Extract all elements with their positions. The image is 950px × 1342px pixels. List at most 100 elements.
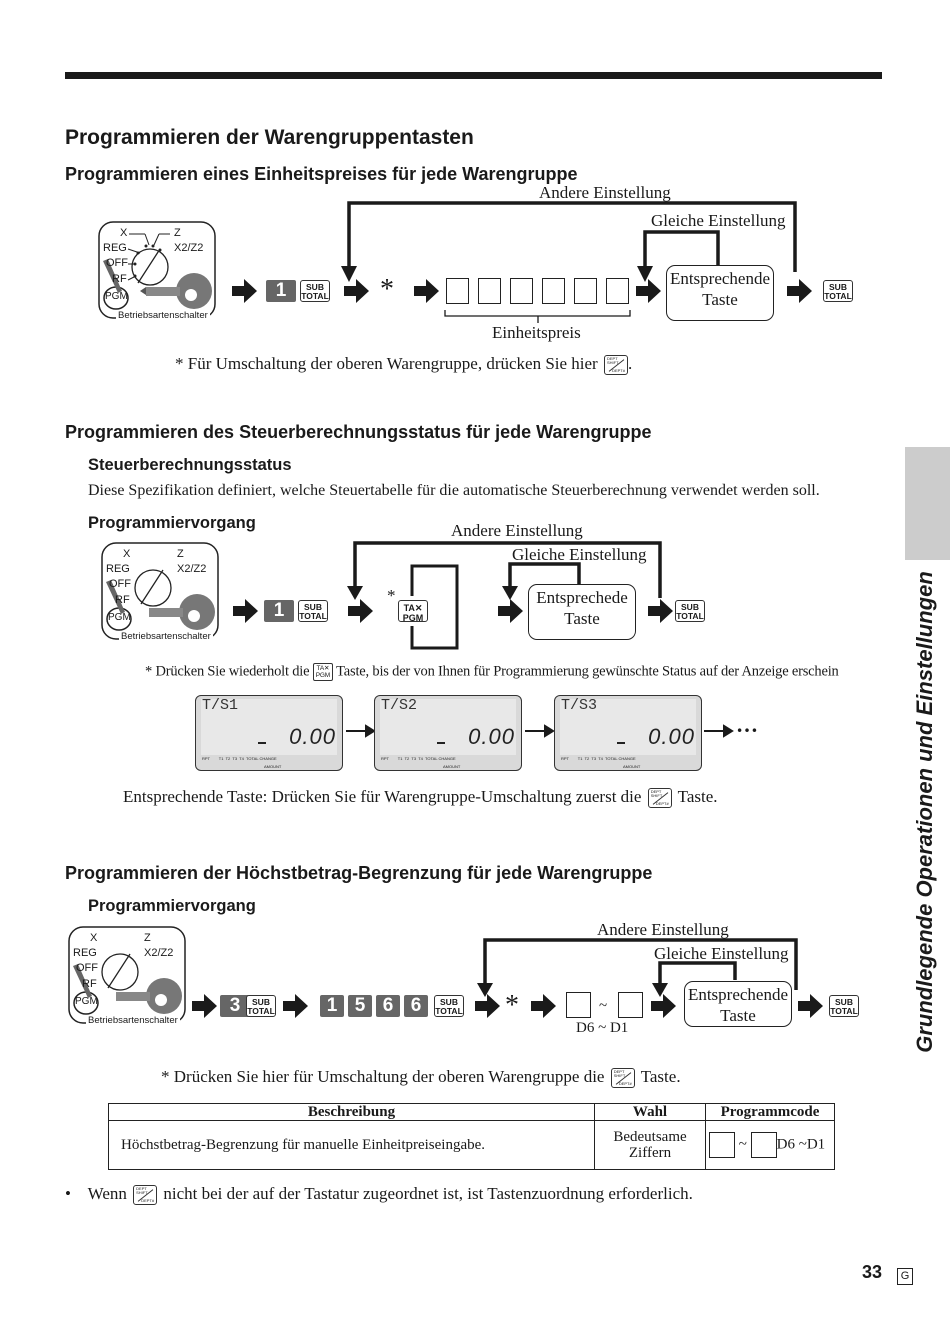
bullet: • <box>65 1184 71 1203</box>
price-digit-box <box>510 278 533 304</box>
footnote-pre: Wenn <box>87 1184 127 1203</box>
note-end: . <box>627 354 633 373</box>
key-1: 1 <box>264 600 294 622</box>
switch-x2z2: X2/Z2 <box>174 242 204 254</box>
table-cell-description: Höchstbetrag-Begrenzung für manuelle Ein… <box>108 1120 595 1170</box>
table-header-description: Beschreibung <box>108 1103 595 1121</box>
display-amount: AMOUNT <box>264 764 282 769</box>
display-status: T/S1 <box>202 697 239 714</box>
section1-diagram <box>232 201 812 323</box>
price-digit-box <box>446 278 469 304</box>
key-3: 3 <box>220 995 250 1017</box>
d-range-label: D6 ~ D1 <box>576 1020 629 1036</box>
d6-box <box>566 992 591 1018</box>
switch-rf: RF <box>112 273 127 285</box>
price-digit-box <box>574 278 597 304</box>
key-note-post: Taste. <box>677 787 718 806</box>
asterisk: * <box>380 274 394 305</box>
switch-pgm: PGM <box>105 291 128 302</box>
mode-switch: X Z REG X2/Z2 OFF RF PGM Betriebsartensc… <box>98 221 216 324</box>
corresponding-key-box: Entsprechede Taste <box>528 584 636 640</box>
table-cell-choice: Bedeutsame Ziffern <box>594 1120 706 1170</box>
switch-rf: RF <box>82 978 97 990</box>
footnote-post: nicht bei der auf der Tastatur zugeordne… <box>163 1184 693 1203</box>
note-post: Taste. <box>640 1067 681 1086</box>
switch-reg: REG <box>106 563 130 575</box>
section1-heading: Programmieren eines Einheitspreises für … <box>65 164 578 184</box>
switch-z: Z <box>174 227 181 239</box>
switch-off: OFF <box>76 962 98 974</box>
lcd-display: T/S2 0.00 RPT T1 T2 T3 T4 TOTAL CHANGE A… <box>374 695 522 771</box>
price-digit-box <box>478 278 501 304</box>
switch-x: X <box>90 932 98 944</box>
switch-x2z2: X2/Z2 <box>144 947 174 959</box>
mode-switch: X Z REG X2/Z2 OFF RF PGM Betriebsartensc… <box>68 926 186 1029</box>
loop-other-label: Andere Einstellung <box>539 183 671 202</box>
display-status: T/S2 <box>381 697 418 714</box>
page-title: Programmieren der Warengruppentasten <box>65 126 474 149</box>
d1-box <box>618 992 643 1018</box>
tax-pgm-inline-key: TA✕ PGM <box>312 663 333 681</box>
section2-subheading: Steuerberechnungsstatus <box>88 456 292 474</box>
subtotal-key: SUB TOTAL <box>300 280 330 302</box>
section3-procedure-heading: Programmiervorgang <box>88 897 256 915</box>
lcd-display: T/S1 0.00 RPT T1 T2 T3 T4 TOTAL CHANGE A… <box>195 695 343 771</box>
switch-caption: Betriebsartenschalter <box>119 631 213 642</box>
loop-other-label: Andere Einstellung <box>451 521 583 540</box>
display-annunciators: RPT T1 T2 T3 T4 TOTAL CHANGE <box>381 756 456 761</box>
switch-caption: Betriebsartenschalter <box>86 1015 180 1026</box>
code-range: D6 ~D1 <box>776 1136 826 1153</box>
note-pre: * Drücken Sie wiederholt die <box>145 663 310 680</box>
spec-table: Beschreibung Wahl Programmcode Höchstbet… <box>108 1103 835 1170</box>
code-tilde: ~ <box>738 1136 747 1153</box>
display-annunciators: RPT T1 T2 T3 T4 TOTAL CHANGE <box>202 756 277 761</box>
switch-off: OFF <box>106 257 128 269</box>
unit-price-label: Einheitspreis <box>492 323 581 342</box>
digit-key: 5 <box>348 995 372 1017</box>
section1-note: * Für Umschaltung der oberen Warengruppe… <box>175 354 633 376</box>
switch-reg: REG <box>103 242 127 254</box>
section3-note: * Drücken Sie hier für Umschaltung der o… <box>161 1067 681 1089</box>
asterisk: * <box>505 990 519 1021</box>
subtotal-key: SUB TOTAL <box>434 995 464 1017</box>
switch-rf: RF <box>115 594 130 606</box>
corresponding-key-box: Entsprechende Taste <box>666 265 774 321</box>
note-text: * Für Umschaltung der oberen Warengruppe… <box>175 354 598 373</box>
display-value: 0.00 <box>289 724 336 749</box>
section2-procedure-heading: Programmiervorgang <box>88 514 256 532</box>
key-1: 1 <box>266 280 296 302</box>
section3-heading: Programmieren der Höchstbetrag-Begrenzun… <box>65 863 653 883</box>
display-value: 0.00 <box>468 724 515 749</box>
digit-key: 6 <box>376 995 400 1017</box>
asterisk: * <box>387 586 396 605</box>
page-number: 33 <box>862 1262 883 1282</box>
digit-key: 6 <box>404 995 428 1017</box>
lang-code-badge: G <box>897 1268 913 1285</box>
price-digit-box <box>542 278 565 304</box>
key-note-pre: Entsprechende Taste: Drücken Sie für War… <box>123 787 642 806</box>
note-pre: * Drücken Sie hier für Umschaltung der o… <box>161 1067 605 1086</box>
section3-diagram <box>192 938 823 1018</box>
section2-heading: Programmieren des Steuerberechnungsstatu… <box>65 422 652 442</box>
switch-x: X <box>123 548 131 560</box>
switch-z: Z <box>144 932 151 944</box>
display-amount: AMOUNT <box>623 764 641 769</box>
corresponding-key-box: Entsprechende Taste <box>684 981 792 1027</box>
subtotal-key: SUB TOTAL <box>246 995 276 1017</box>
price-digit-box <box>606 278 629 304</box>
loop-same-label: Gleiche Einstellung <box>512 545 647 564</box>
switch-pgm: PGM <box>75 996 98 1007</box>
switch-off: OFF <box>109 578 131 590</box>
section2-key-note: Entsprechende Taste: Drücken Sie für War… <box>123 787 718 809</box>
switch-x2z2: X2/Z2 <box>177 563 207 575</box>
display-amount: AMOUNT <box>443 764 461 769</box>
loop-other-label: Andere Einstellung <box>597 920 729 939</box>
table-cell-code: ~ D6 ~D1 <box>705 1120 835 1170</box>
table-header-choice: Wahl <box>594 1103 706 1121</box>
lcd-display: T/S3 0.00 RPT T1 T2 T3 T4 TOTAL CHANGE A… <box>554 695 702 771</box>
tax-pgm-key: TA✕ PGM <box>398 600 428 623</box>
